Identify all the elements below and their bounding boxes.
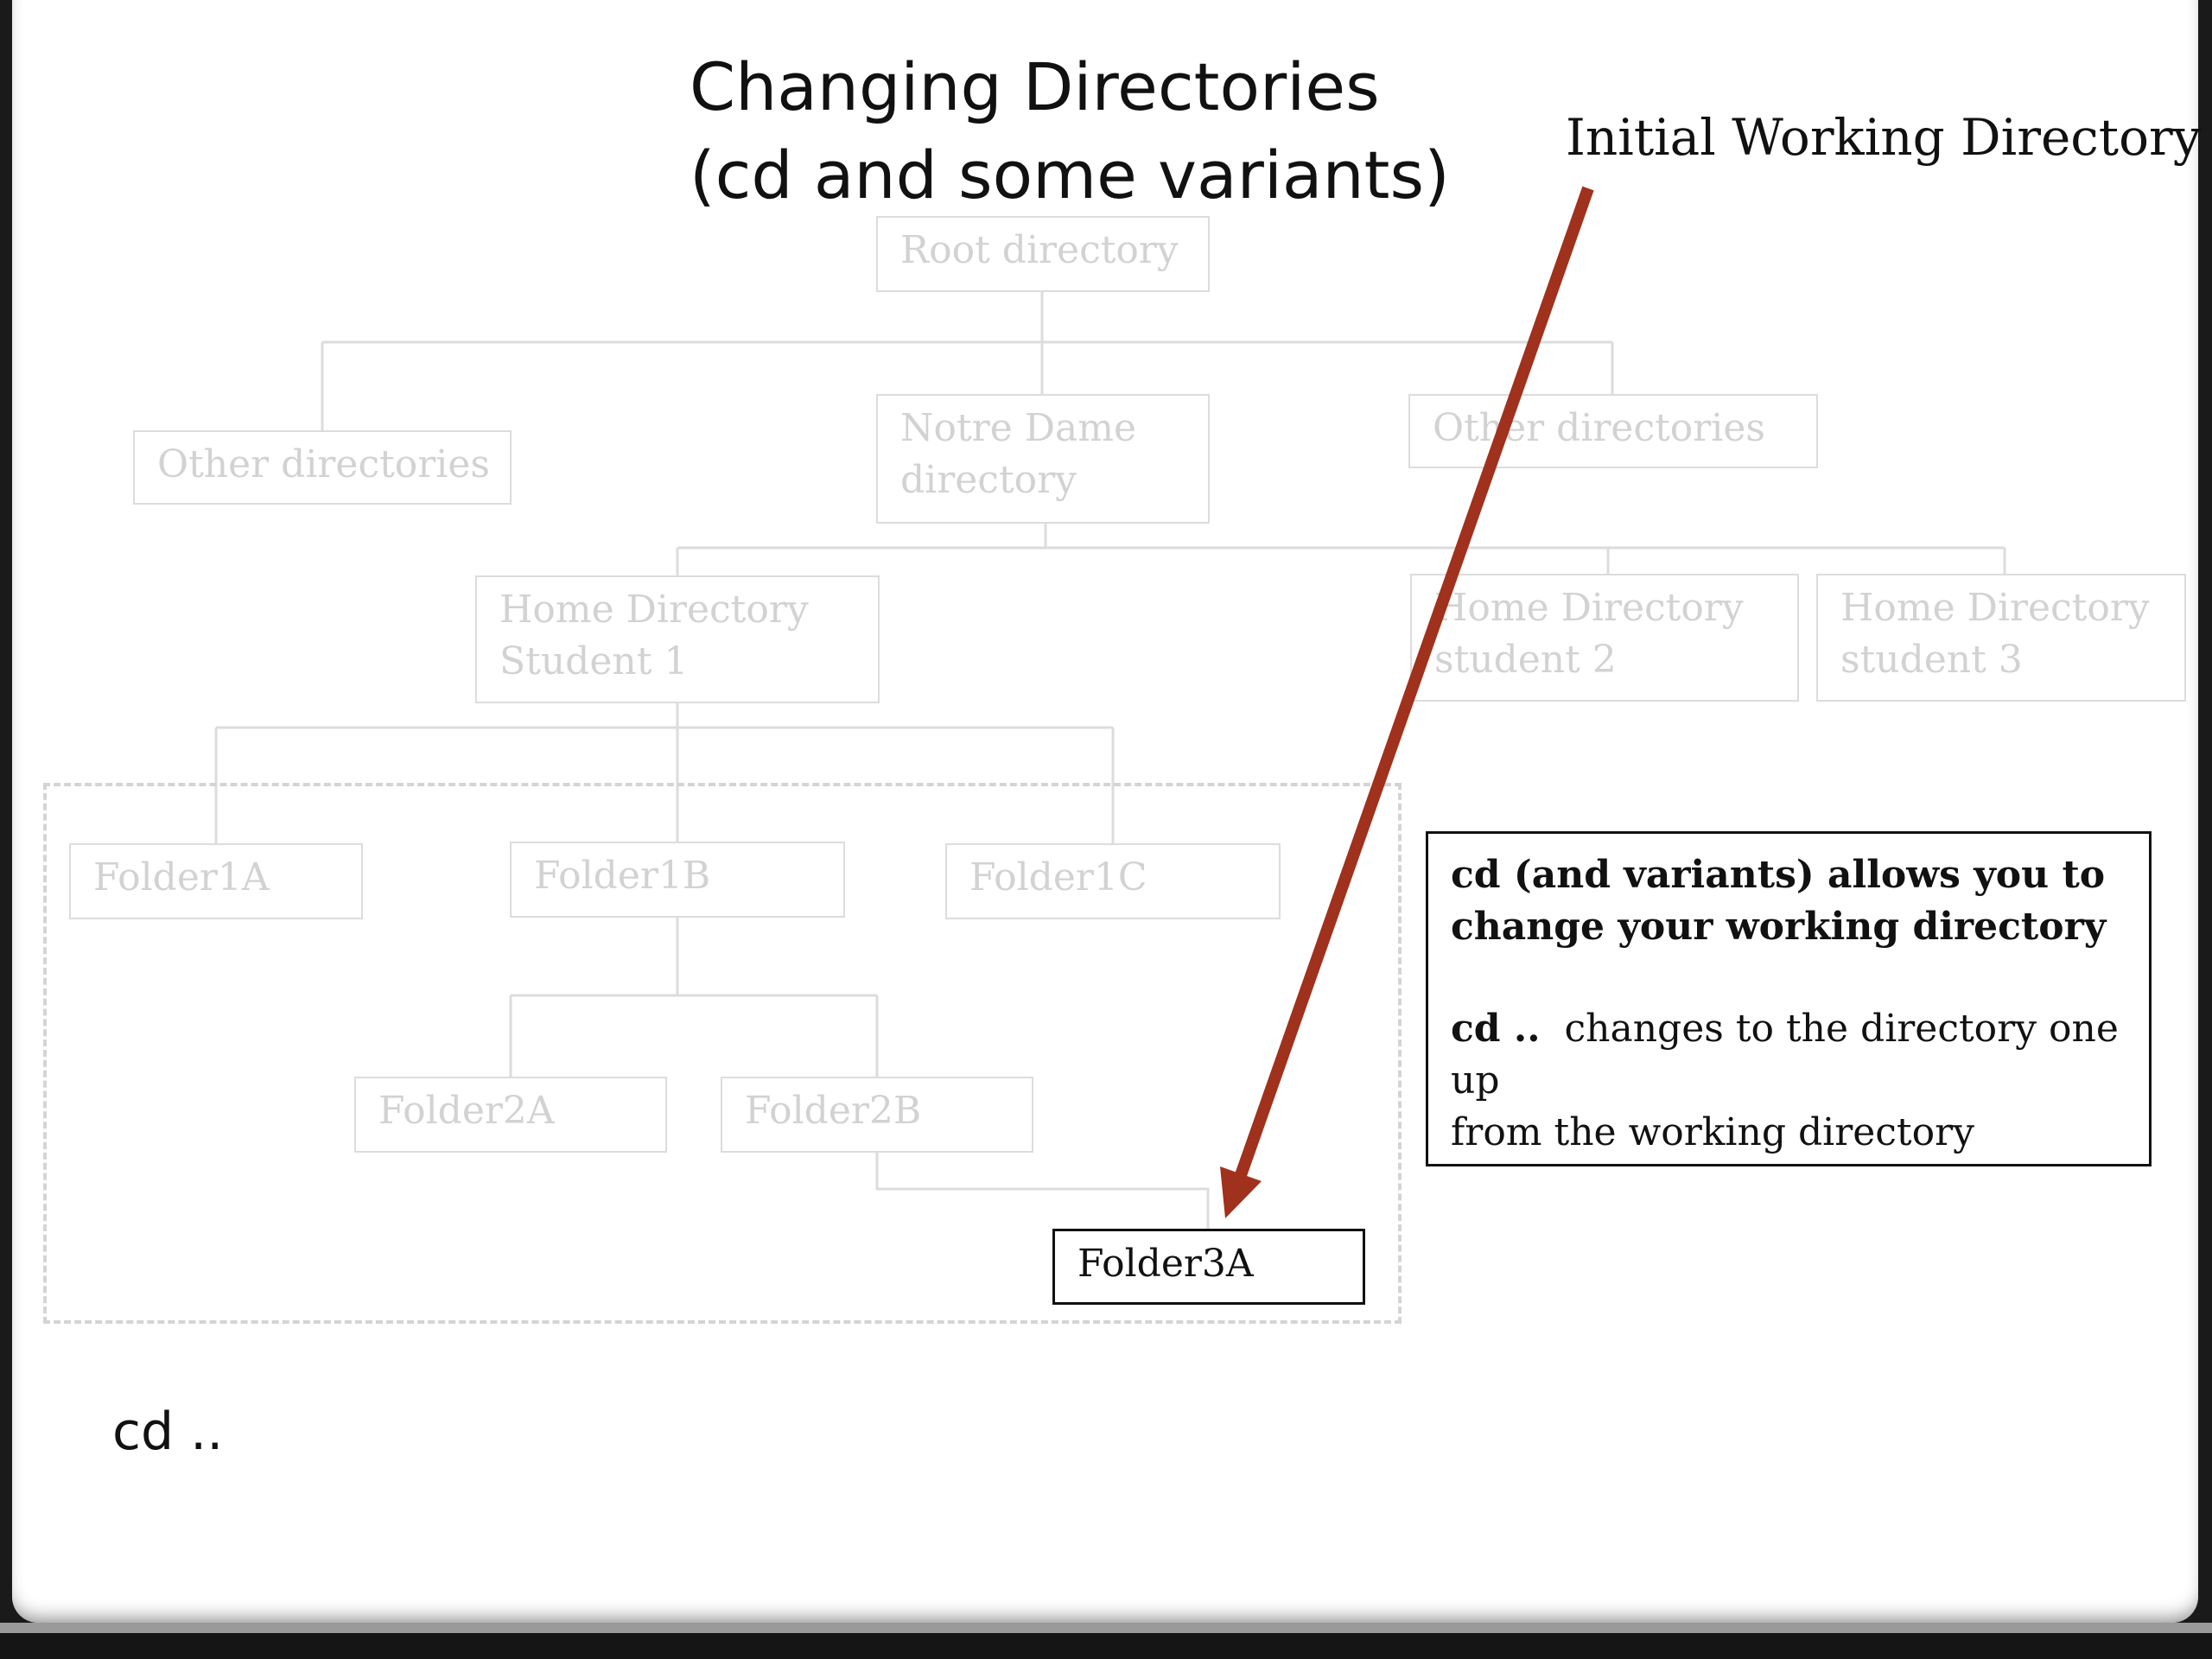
node-other-left-label: Other directories	[157, 442, 490, 486]
node-home-student-2: Home Directory student 2	[1410, 574, 1799, 702]
node-folder3a-label: Folder3A	[1077, 1242, 1254, 1286]
title-line-1: Changing Directories	[690, 48, 1380, 125]
node-home1-line2: Student 1	[499, 639, 689, 683]
node-folder1a: Folder1A	[69, 843, 363, 919]
arrow-head	[1220, 1166, 1262, 1218]
node-folder3a-current: Folder3A	[1052, 1229, 1365, 1305]
node-home1-line1: Home Directory	[499, 588, 809, 632]
slide-title: Changing Directories (cd and some varian…	[690, 43, 1450, 219]
info-desc-text1: changes to the directory one up	[1451, 1007, 2119, 1103]
node-folder2b-label: Folder2B	[745, 1089, 922, 1133]
node-home3-line1: Home Directory	[1840, 586, 2150, 630]
node-root-directory: Root directory	[876, 216, 1210, 292]
node-folder1c-label: Folder1C	[969, 855, 1147, 899]
node-other-directories-left: Other directories	[133, 430, 512, 505]
node-folder2b: Folder2B	[721, 1077, 1033, 1153]
title-line-2: (cd and some variants)	[690, 137, 1450, 213]
command-text: cd ..	[112, 1402, 224, 1462]
initial-working-directory-label: Initial Working Directory	[1566, 108, 2202, 167]
node-notre-dame-line2: directory	[900, 458, 1077, 502]
node-notre-dame-line1: Notre Dame	[900, 406, 1137, 450]
node-folder1a-label: Folder1A	[93, 855, 270, 899]
node-folder1c: Folder1C	[945, 843, 1281, 919]
info-desc-line1: cd .. changes to the directory one up	[1451, 1003, 2149, 1107]
node-folder1b-label: Folder1B	[534, 854, 711, 898]
subtree-highlight-region	[43, 783, 1402, 1324]
node-home3-line2: student 3	[1840, 638, 2023, 682]
node-home-student-3: Home Directory student 3	[1816, 574, 2186, 702]
info-heading-line1: cd (and variants) allows you to	[1451, 853, 2106, 897]
node-notre-dame-directory: Notre Dame directory	[876, 394, 1210, 524]
node-folder2a-label: Folder2A	[378, 1089, 555, 1133]
node-folder2a: Folder2A	[354, 1077, 667, 1153]
node-home2-line1: Home Directory	[1434, 586, 1744, 630]
node-other-right-label: Other directories	[1433, 406, 1765, 450]
node-other-directories-right: Other directories	[1408, 394, 1818, 468]
info-box: cd (and variants) allows you to change y…	[1426, 831, 2152, 1166]
node-home-student-1: Home Directory Student 1	[475, 575, 880, 703]
arrow-shaft	[1235, 186, 1594, 1178]
node-root-label: Root directory	[900, 228, 1179, 272]
info-cmd: cd ..	[1451, 1007, 1541, 1051]
node-home2-line2: student 2	[1434, 638, 1617, 682]
info-heading-line2: change your working directory	[1451, 905, 2107, 949]
connector-folder3a	[875, 1153, 1210, 1229]
info-spacer	[1451, 953, 2149, 1003]
node-folder1b: Folder1B	[510, 842, 845, 918]
info-desc-line2: from the working directory	[1451, 1110, 1974, 1154]
slide-bottom-shadow	[0, 1633, 2212, 1659]
